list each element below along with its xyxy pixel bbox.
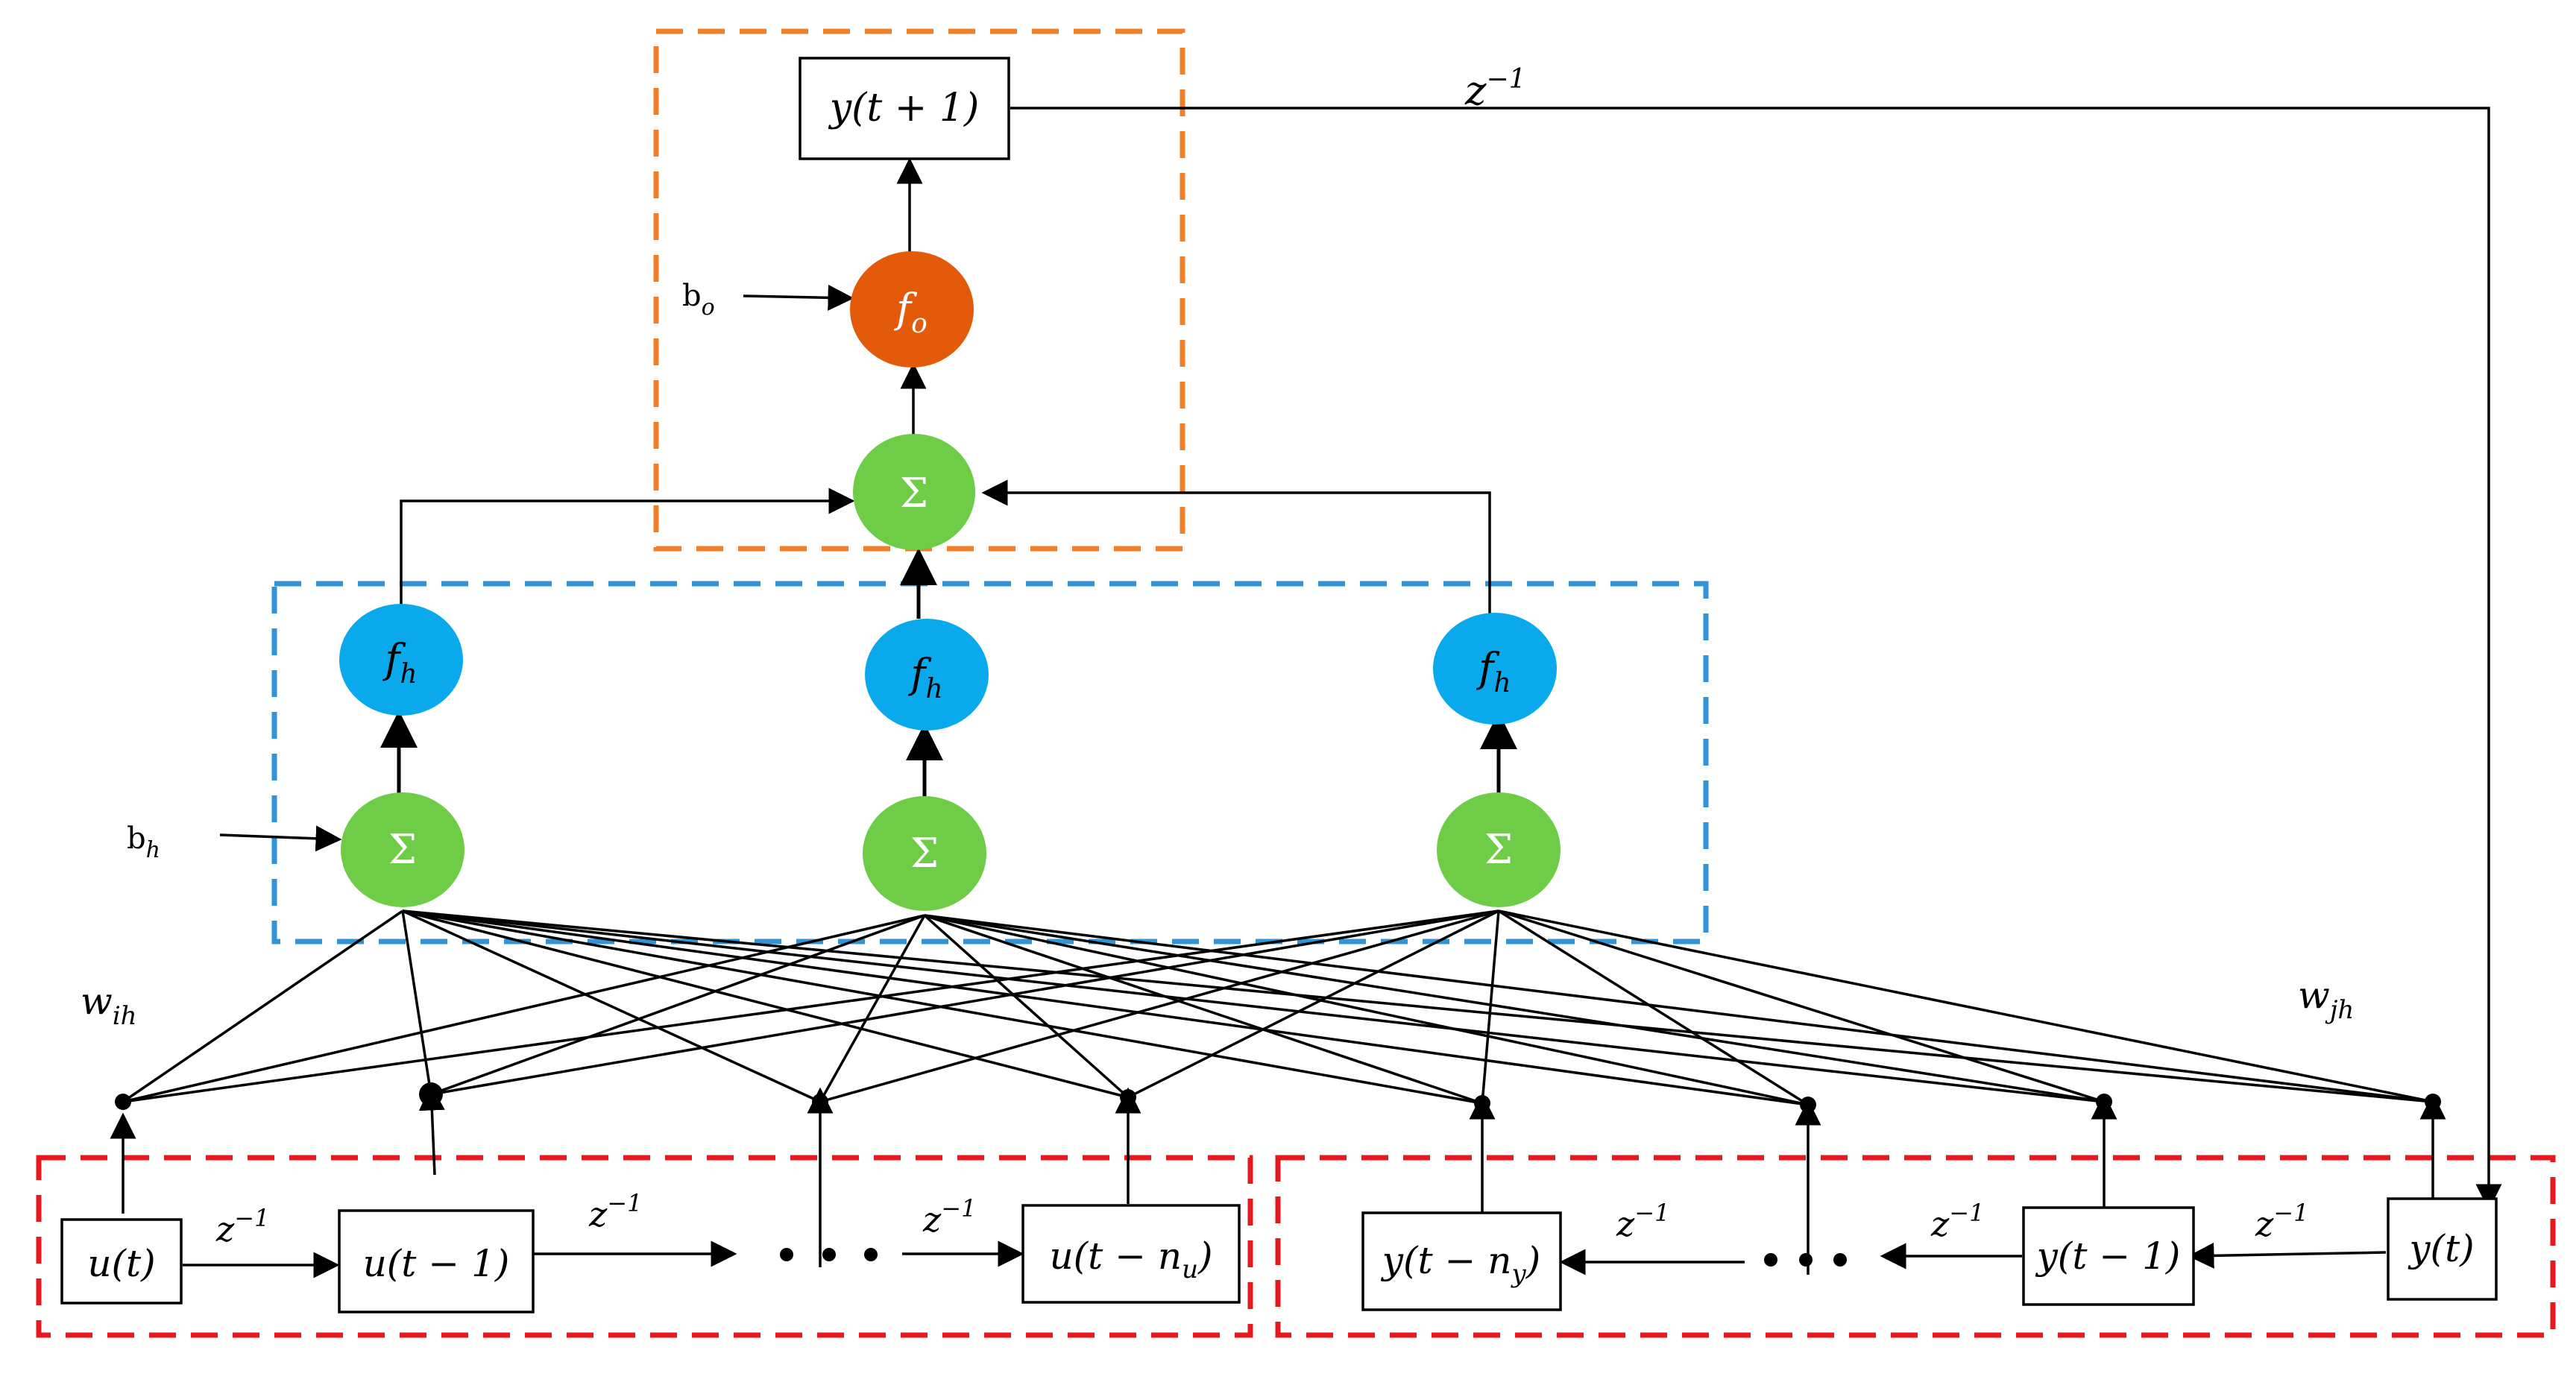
weight-line-2-5 [924, 914, 1483, 1105]
weight-line-1-1 [122, 909, 403, 1103]
weight-line-3-1 [122, 909, 1499, 1103]
input-weight-label: wih [81, 980, 137, 1031]
ellipsis-y [1764, 1253, 1847, 1267]
hidden-to-output-connections [400, 479, 1491, 619]
output-bias-label: bo [682, 279, 715, 321]
weight-line-2-3 [819, 915, 926, 1103]
delay-label-6: z−1 [2255, 1199, 2308, 1244]
hidden-activation-node-2 [865, 619, 989, 731]
weight-line-3-5 [1481, 910, 1500, 1104]
weight-line-2-1 [122, 914, 925, 1103]
y-t-box [2387, 1197, 2498, 1301]
weight-connections [122, 909, 2434, 1106]
weight-line-1-6 [402, 909, 1809, 1106]
delay-label-3: z−1 [922, 1194, 976, 1240]
weight-line-1-4 [402, 909, 1129, 1099]
ellipsis-u [780, 1248, 878, 1261]
delay-label-2: z−1 [588, 1189, 642, 1234]
hidden-sum-node-1 [341, 792, 465, 907]
weight-line-2-6 [924, 914, 1809, 1106]
u-t-1-box [338, 1209, 535, 1313]
input-taps [115, 1082, 2441, 1113]
weight-line-3-6 [1498, 909, 1809, 1106]
y-t-1-label: y(t − 1) [2035, 1234, 2181, 1278]
hidden-activation-node-3 [1433, 613, 1557, 725]
weight-line-1-7 [402, 909, 2105, 1103]
weight-line-1-2 [401, 910, 432, 1095]
bh-arrow [219, 825, 342, 852]
tap-arrows [110, 1084, 2446, 1275]
weight-line-1-3 [402, 909, 821, 1103]
y-t-label: y(t) [2407, 1227, 2474, 1270]
hidden-sum-label-2: Σ [910, 830, 939, 877]
weight-line-3-3 [819, 909, 1499, 1103]
bo-arrow [743, 284, 854, 311]
hidden-sum-label-1: Σ [388, 826, 417, 873]
u-t-label: u(t) [87, 1242, 155, 1285]
hidden-sum-node-3 [1437, 792, 1561, 907]
output-sum-node [853, 434, 975, 550]
u-t-nu-box [1021, 1204, 1241, 1304]
weight-line-2-2 [430, 914, 925, 1096]
hidden-bias-label: bh [127, 821, 160, 863]
weight-line-3-2 [430, 909, 1499, 1096]
weight-line-2-8 [924, 914, 2434, 1103]
feedback-weight-label: wjh [2298, 974, 2354, 1025]
feedback-input-box [1275, 1155, 2556, 1338]
u-t-1-label: u(t − 1) [363, 1242, 510, 1285]
delay-label-1: z−1 [215, 1204, 269, 1249]
weight-line-3-4 [1127, 909, 1499, 1099]
feedback-delay-label: z−1 [1464, 64, 1526, 114]
hidden-activation-node-1 [339, 604, 463, 716]
y-t-ny-box [1361, 1211, 1562, 1311]
weight-line-3-7 [1498, 909, 2105, 1103]
exogenous-input-box [36, 1155, 1253, 1338]
feedback-line [1010, 107, 2502, 1211]
weight-line-1-8 [402, 909, 2434, 1103]
hidden-layer-box [271, 581, 1709, 944]
delay-arrows [183, 1240, 2387, 1278]
weight-line-2-4 [923, 914, 1130, 1099]
delay-label-5: z−1 [1930, 1199, 1984, 1244]
output-box-label: y(t + 1) [828, 86, 980, 130]
u-t-box [60, 1218, 183, 1305]
weight-line-2-7 [924, 914, 2105, 1103]
delay-label-4: z−1 [1616, 1199, 1669, 1244]
output-sum-label: Σ [900, 470, 928, 517]
y-t-1-box [2022, 1206, 2195, 1306]
hidden-sum-node-2 [863, 796, 986, 911]
hidden-sum-label-3: Σ [1484, 826, 1513, 873]
output-box [799, 57, 1010, 160]
output-activation-node [850, 251, 974, 368]
weight-line-3-8 [1498, 909, 2434, 1103]
